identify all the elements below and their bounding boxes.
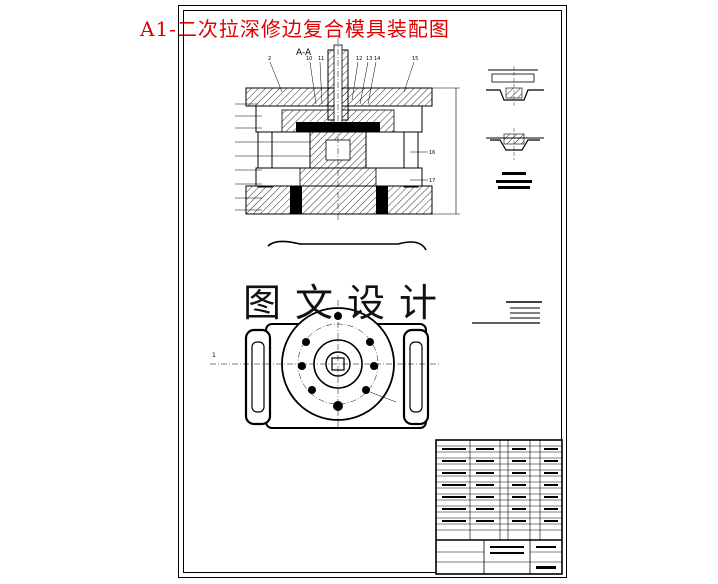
part-number-11: 11 [318, 56, 324, 62]
technical-notes [472, 301, 542, 324]
plan-view: 1 [210, 240, 440, 429]
part-number-16: 16 [429, 150, 435, 156]
part-number-12: 12 [356, 56, 362, 62]
part-number-10: 10 [306, 56, 312, 62]
drawing-title: A1-二次拉深修边复合模具装配图 [140, 17, 450, 41]
watermark-text: 图文设计 [243, 281, 452, 325]
part-number-17: 17 [429, 178, 435, 184]
detail-views [486, 66, 544, 189]
part-number-15: 15 [412, 56, 418, 62]
part-number-13: 13 [366, 56, 372, 62]
title-block [435, 439, 563, 575]
section-label: A-A [296, 48, 312, 58]
part-number-1: 1 [212, 352, 216, 359]
drawing-sheet-border [178, 5, 567, 578]
drawing-sheet-inner-border [183, 10, 562, 573]
lower-die-plate [245, 185, 433, 215]
part-number-14: 14 [374, 56, 380, 62]
section-view: 2 10 11 12 13 14 15 16 17 [235, 38, 460, 222]
part-number-2: 2 [268, 56, 271, 62]
